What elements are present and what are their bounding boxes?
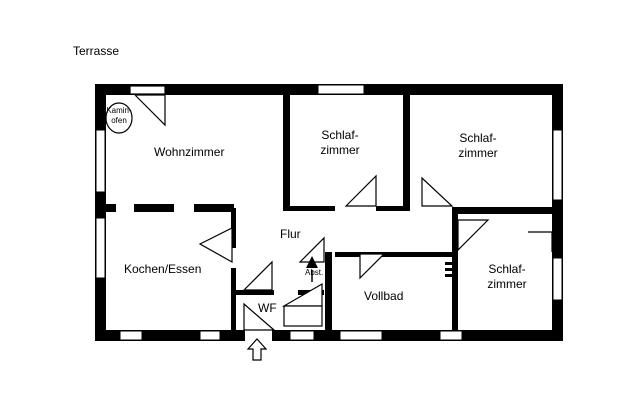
arrow-up-filled-icon [306, 256, 318, 282]
shelf-marks [445, 262, 452, 277]
room-living: Wohnzimmer [154, 145, 225, 159]
room-bedroom-3-line2: zimmer [487, 277, 527, 291]
arrow-up-outline-icon [246, 338, 268, 361]
room-bathroom: Vollbad [364, 289, 404, 303]
fireplace-symbol [105, 102, 133, 134]
kamin-label: Kamin- ofen [106, 106, 132, 126]
room-bedroom-2: Schlaf- zimmer [448, 131, 508, 161]
room-wc: WF [258, 301, 277, 315]
windows [95, 84, 563, 341]
room-hall: Flur [280, 227, 301, 241]
room-bedroom-1: Schlaf- zimmer [310, 128, 370, 158]
kamin-label-line1: Kamin- [106, 106, 132, 115]
room-bedroom-1-line1: Schlaf- [321, 128, 359, 142]
room-bedroom-2-line1: Schlaf- [459, 131, 497, 145]
room-bedroom-2-line2: zimmer [458, 146, 498, 160]
interior-walls [106, 95, 552, 332]
room-bedroom-3: Schlaf- zimmer [477, 262, 537, 292]
kamin-label-line2: ofen [111, 116, 127, 125]
door-swings [129, 85, 553, 331]
terrace-label: Terrasse [73, 44, 120, 58]
room-kitchen: Kochen/Essen [124, 262, 202, 276]
room-storage: Abst. [305, 268, 324, 277]
room-bedroom-1-line2: zimmer [320, 143, 360, 157]
room-bedroom-3-line1: Schlaf- [488, 262, 526, 276]
